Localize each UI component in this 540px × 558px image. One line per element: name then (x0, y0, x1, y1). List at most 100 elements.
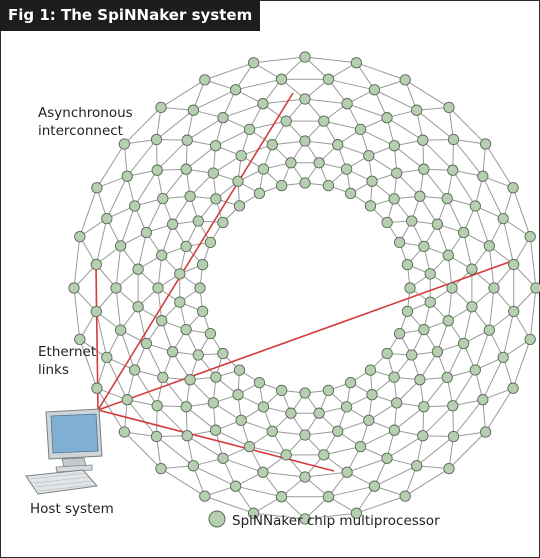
chip-node (275, 73, 288, 85)
chip-node (350, 57, 363, 69)
chip-node (180, 163, 192, 175)
interconnect-label: Asynchronous interconnect (38, 104, 133, 140)
interconnect-link (249, 120, 287, 130)
chip-node (341, 466, 353, 478)
interconnect-link (134, 169, 158, 207)
interconnect-link (235, 78, 282, 91)
chip-node (401, 258, 414, 271)
chip-node (442, 315, 454, 327)
interconnect-link (463, 306, 473, 344)
chip-node (406, 349, 418, 361)
interconnect-link (360, 429, 395, 448)
chip-node (479, 426, 492, 438)
chip-node (174, 268, 186, 280)
chip-node (192, 349, 204, 361)
chip-node (507, 382, 519, 394)
chip-node (446, 282, 458, 294)
interconnect-label-line1: Asynchronous (38, 105, 133, 121)
chip-node (187, 460, 199, 472)
chip-node (299, 387, 311, 399)
chip-node (332, 139, 344, 151)
interconnect-link (404, 468, 450, 497)
interconnect-link (394, 406, 425, 431)
chip-node (91, 382, 103, 394)
chip-node (101, 351, 113, 364)
chip-node (354, 123, 367, 136)
chip-node (344, 376, 357, 389)
chip-node (447, 400, 459, 412)
chip-node (233, 364, 246, 376)
chip-node (235, 414, 247, 427)
chip-node (194, 282, 206, 294)
chip-node (233, 200, 246, 212)
chip-node (121, 394, 133, 406)
interconnect-link (79, 187, 98, 237)
ethernet-link (97, 409, 335, 472)
chip-node (322, 491, 335, 503)
chip-node (132, 263, 144, 275)
interconnect-link (474, 329, 490, 371)
chip-node (418, 401, 430, 413)
chip-node (318, 115, 330, 127)
interconnect-link (73, 236, 81, 289)
chip-node (299, 429, 311, 441)
chip-node (299, 135, 311, 147)
chip-node (431, 218, 444, 230)
chip-node (414, 190, 426, 202)
interconnect-link (446, 343, 465, 378)
interconnect-link (96, 387, 125, 433)
interconnect-link (502, 218, 515, 265)
interconnect-link (386, 117, 424, 141)
chip-node (121, 170, 133, 182)
chip-node (447, 164, 459, 176)
interconnect-link (185, 406, 216, 431)
interconnect-link (488, 287, 495, 331)
chip-node (151, 164, 163, 176)
chip-node (110, 282, 122, 294)
interconnect-link (124, 431, 162, 469)
chip-node (447, 430, 460, 443)
interconnect-link (156, 436, 194, 467)
chip-node (243, 123, 256, 136)
interconnect-link (452, 169, 476, 207)
chip-node (207, 397, 219, 409)
chip-node (381, 112, 393, 124)
chip-node (217, 452, 229, 464)
chip-node (204, 236, 217, 249)
interconnect-link (422, 405, 454, 437)
chip-node (381, 216, 393, 229)
chip-node (243, 440, 256, 453)
chip-node (299, 93, 311, 105)
chip-node (275, 179, 288, 192)
chip-node (341, 98, 353, 110)
interconnect-link (423, 377, 448, 408)
chip-node (253, 187, 266, 200)
chip-node (150, 430, 163, 443)
chip-node (399, 490, 411, 502)
chip-node (209, 140, 222, 152)
chip-node (366, 175, 378, 187)
chip-node (157, 371, 169, 384)
interconnect-link (193, 465, 236, 487)
chip-node (441, 371, 453, 384)
chip-node (150, 133, 163, 146)
chip-node (363, 149, 375, 162)
chip-node (140, 226, 153, 239)
figure-title: Fig 1: The SpiNNaker system (0, 0, 261, 31)
interconnect-link (222, 103, 264, 119)
chip-node (74, 333, 86, 346)
chip-node (431, 346, 444, 358)
interconnect-link (304, 56, 357, 64)
interconnect-link (115, 287, 122, 331)
chip-node (217, 347, 229, 360)
interconnect-link (452, 369, 476, 407)
chip-node (457, 226, 470, 239)
chip-node (411, 104, 423, 116)
interconnect-link (423, 168, 448, 199)
chip-node (257, 466, 269, 478)
chip-node (354, 440, 367, 453)
chip-node (275, 384, 288, 397)
interconnect-link (453, 139, 484, 177)
chip-node (184, 374, 196, 386)
chip-node (318, 449, 330, 461)
